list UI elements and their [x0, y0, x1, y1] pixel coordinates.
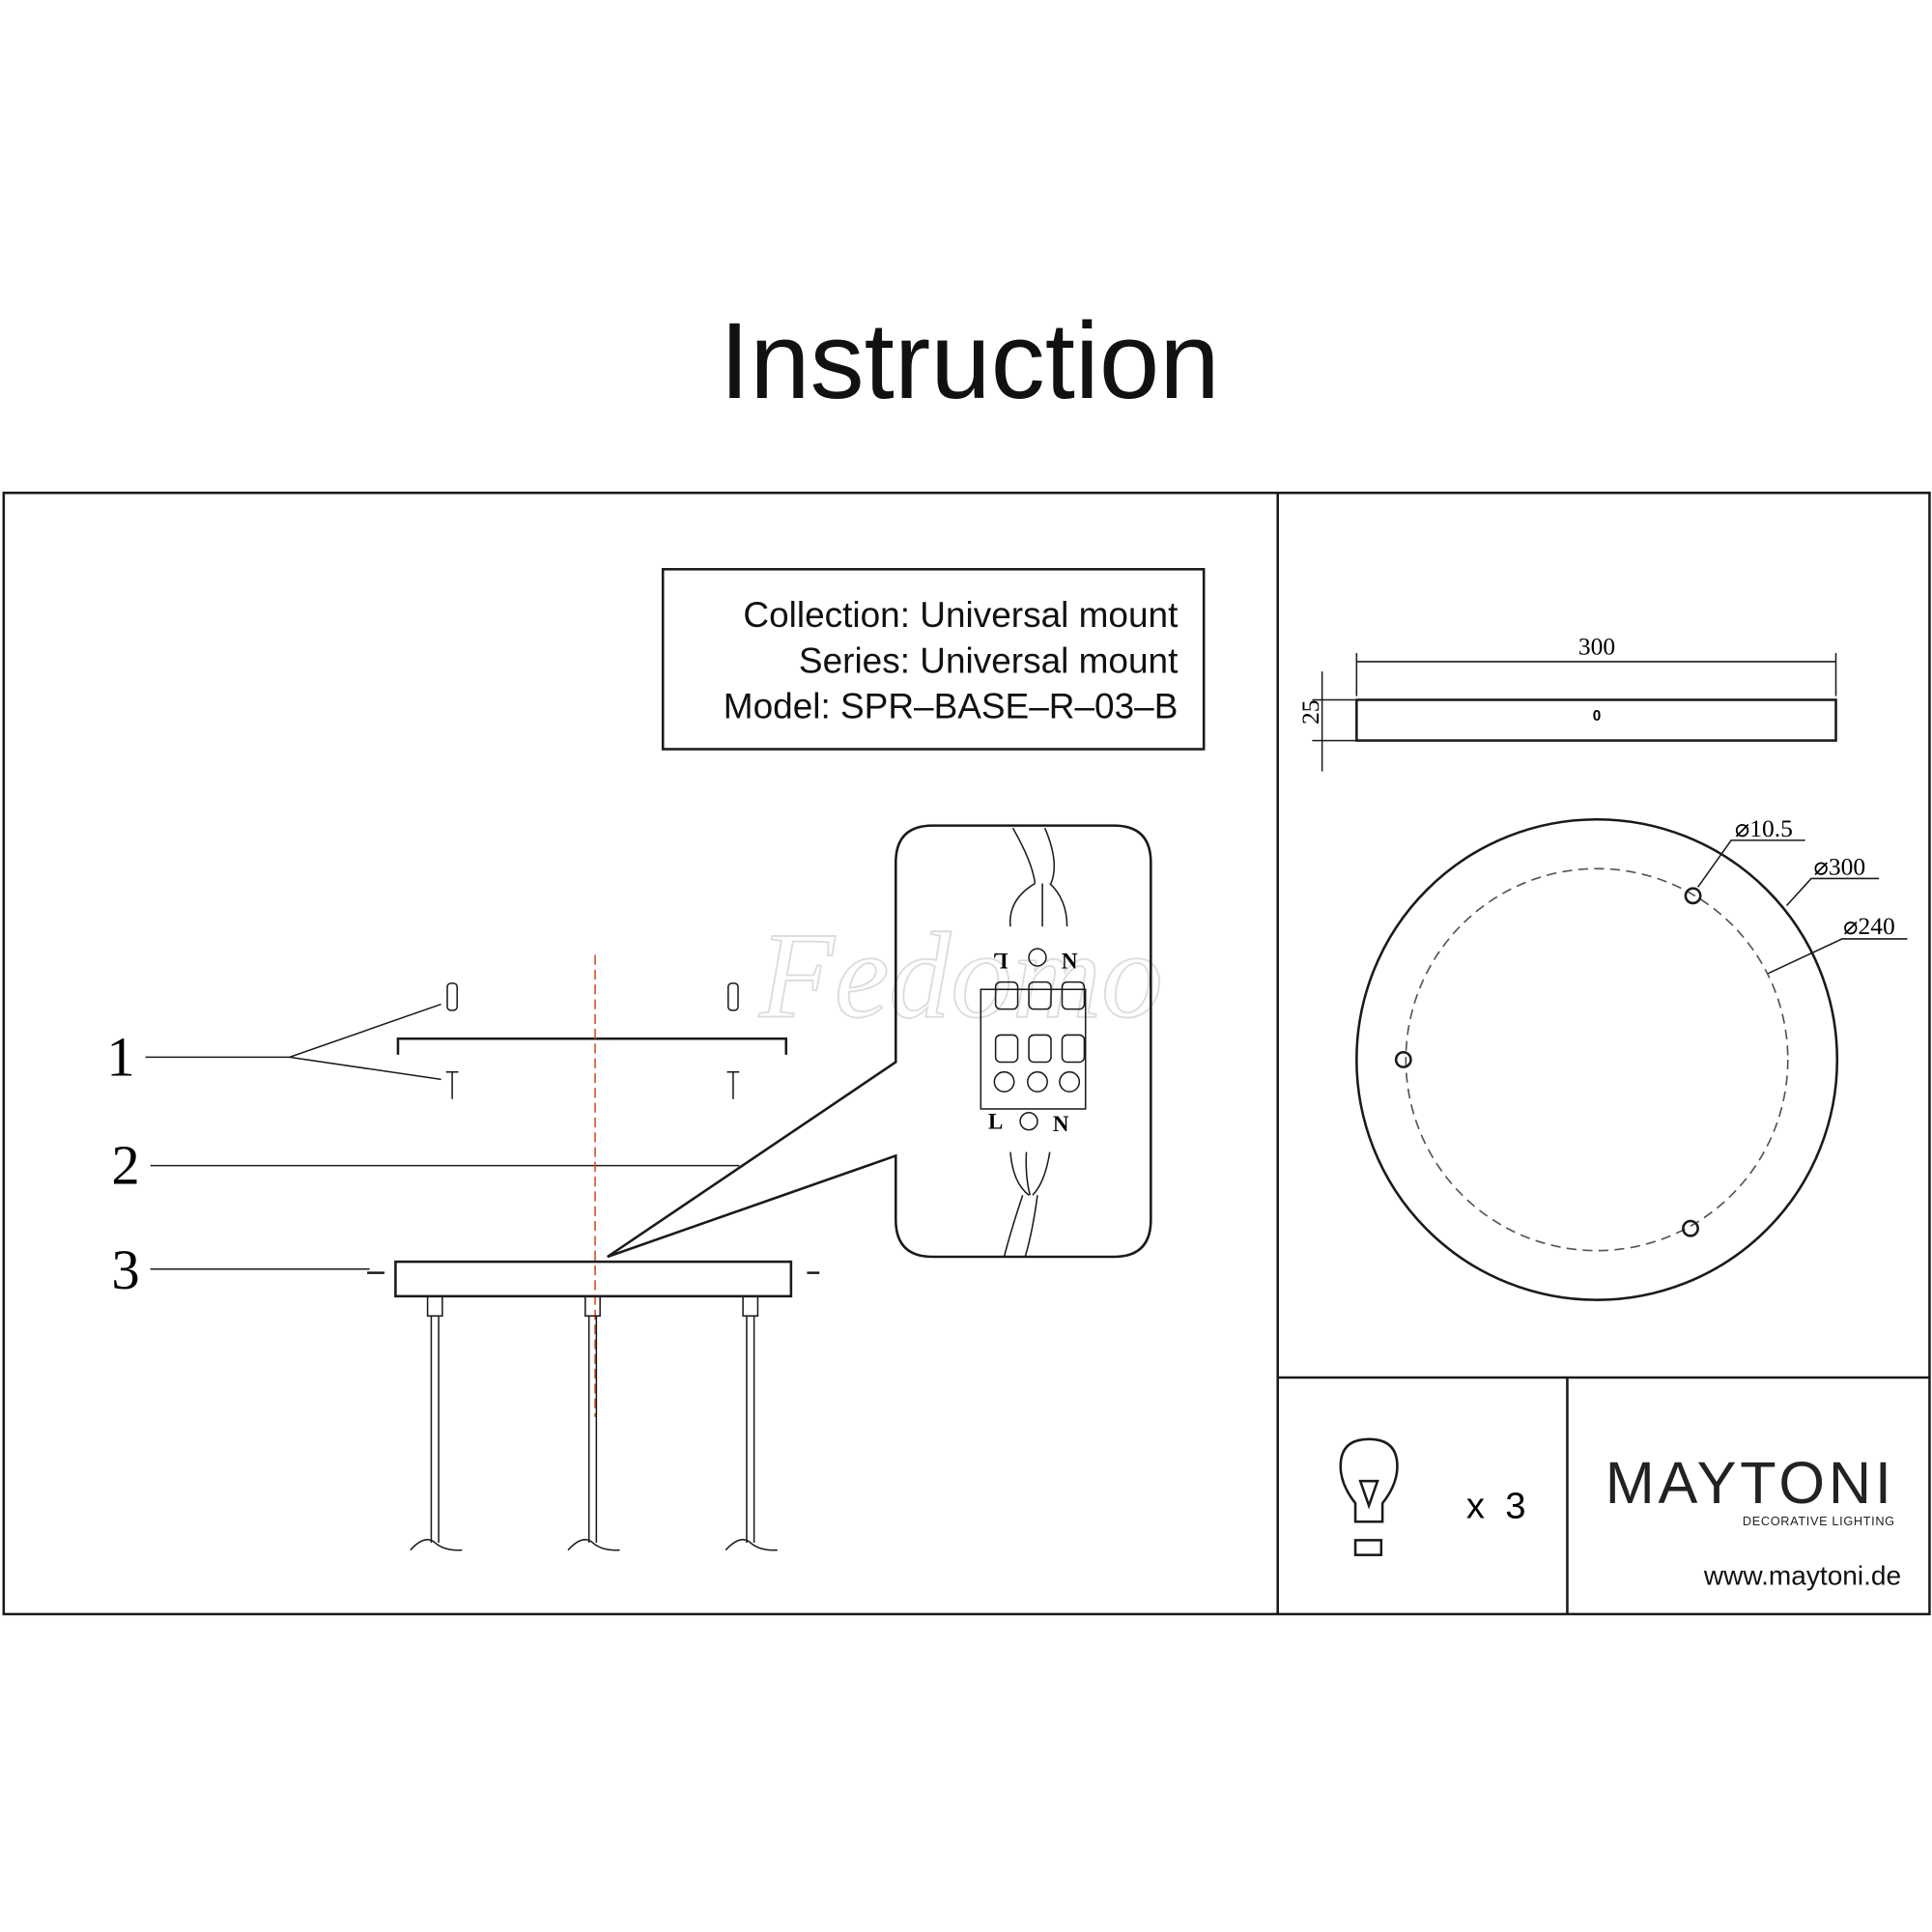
- ground-symbol-icon: [1019, 1112, 1038, 1131]
- top-view-outer-circle: [1355, 817, 1839, 1301]
- bulb-icon: [1339, 1437, 1399, 1556]
- terminal-top-label-n: N: [1062, 950, 1078, 974]
- ceiling-base-plate: [394, 1260, 793, 1298]
- inner-diameter: ⌀240: [1843, 912, 1895, 940]
- dimension-drawing: 300 0 25 ⌀10.5 ⌀300 ⌀240: [1296, 632, 1908, 1301]
- terminal-bottom-label-l: L: [988, 1109, 1003, 1133]
- mounting-bracket: [396, 1037, 788, 1055]
- model-text: Model: SPR–BASE–R–03–B: [724, 687, 1179, 726]
- step-label-2: 2: [111, 1134, 139, 1197]
- assembly-diagram: 1 2 3: [106, 954, 820, 1551]
- step-label-3: 3: [111, 1238, 139, 1301]
- series-text: Series: Universal mount: [799, 640, 1178, 680]
- outer-diameter: ⌀300: [1814, 853, 1866, 881]
- terminal-top-label-l: L: [993, 949, 1008, 973]
- brand-logo: MAYTONI: [1605, 1450, 1895, 1516]
- ground-symbol-icon: [1028, 948, 1047, 967]
- website-link[interactable]: www.maytoni.de: [1703, 1560, 1901, 1590]
- watermark: Fedomo: [758, 906, 1163, 1043]
- side-mark: 0: [1593, 708, 1602, 724]
- terminal-block-callout: L N L N: [607, 824, 1152, 1259]
- side-view-plate: [1355, 698, 1837, 742]
- frame: [2, 491, 1931, 1616]
- page-title: Instruction: [720, 299, 1220, 421]
- collection-text: Collection: Universal mount: [743, 595, 1178, 635]
- product-info-box: Collection: Universal mount Series: Univ…: [661, 568, 1206, 751]
- brand-tagline: DECORATIVE LIGHTING: [1743, 1514, 1895, 1528]
- bulb-count: x 3: [1466, 1485, 1526, 1526]
- mounting-hole-circle: [1405, 867, 1789, 1252]
- cords: [410, 1295, 778, 1551]
- wall-anchors: [445, 982, 740, 1099]
- width-dimension: 300: [1578, 632, 1615, 660]
- height-dimension: 25: [1296, 699, 1324, 724]
- terminal-bottom-label-n: N: [1053, 1112, 1069, 1136]
- step-label-1: 1: [106, 1026, 134, 1089]
- hole-diameter: ⌀10.5: [1735, 814, 1793, 842]
